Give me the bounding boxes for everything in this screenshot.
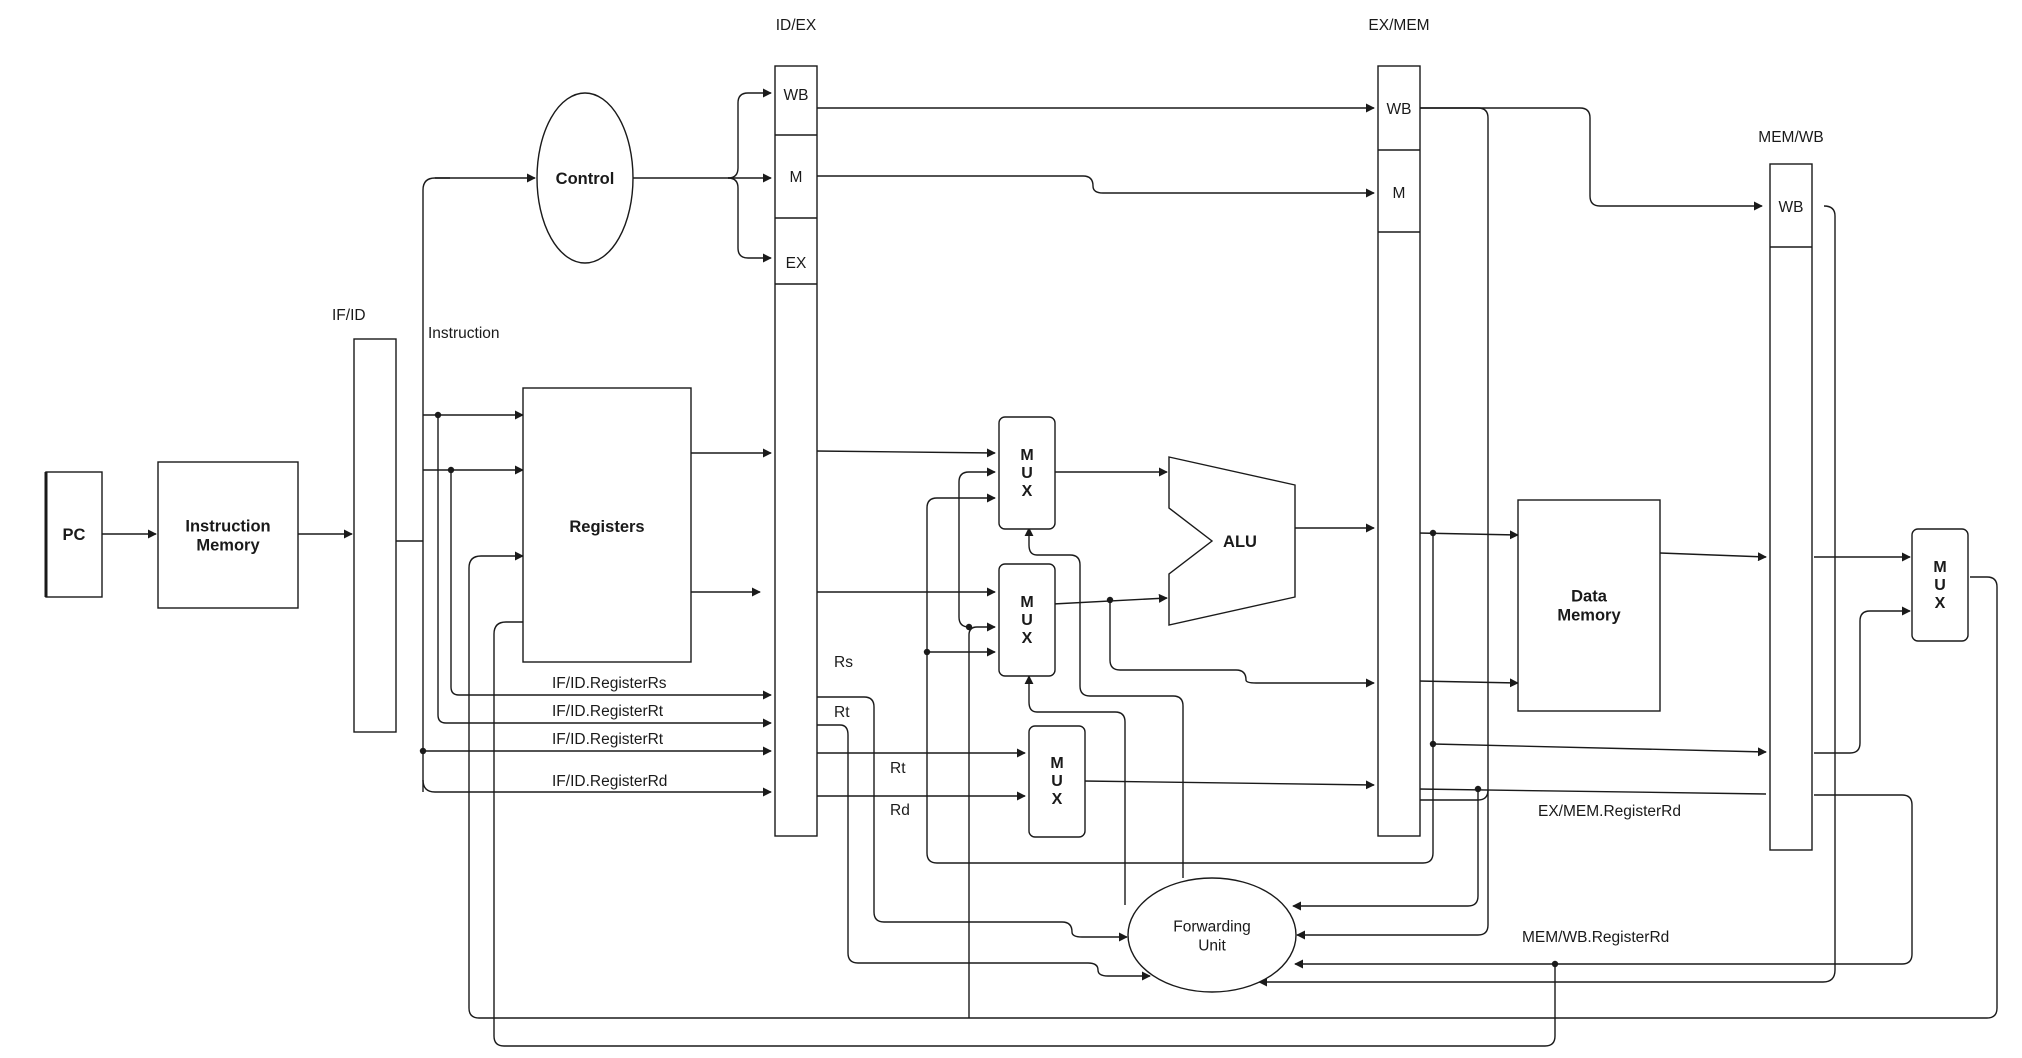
ex-mem-register: EX/MEM WB M: [1368, 17, 1430, 837]
junction-dots: [419, 411, 1559, 968]
mem-wb-label: MEM/WB: [1758, 129, 1823, 146]
alu-block: ALU: [1168, 456, 1296, 626]
id-ex-wb-label: WB: [784, 87, 809, 104]
registers-label: Registers: [569, 518, 644, 536]
pc-label: PC: [63, 526, 86, 544]
instruction-label: Instruction: [428, 325, 500, 342]
if-id-label: IF/ID: [332, 307, 366, 324]
registers-block: Registers: [522, 387, 692, 663]
if-id-register-rt-label-1: IF/ID.RegisterRt: [552, 703, 664, 720]
rs-label: Rs: [834, 654, 853, 671]
control-label: Control: [556, 170, 615, 188]
rt-label-2: Rt: [890, 760, 906, 777]
ex-mem-m-label: M: [1393, 185, 1406, 202]
alu-label: ALU: [1223, 533, 1257, 551]
control-unit: Control: [536, 92, 634, 264]
wires: [102, 88, 1998, 1047]
ex-mem-register-rd-label: EX/MEM.RegisterRd: [1538, 803, 1681, 820]
if-id-register-rs-label: IF/ID.RegisterRs: [552, 675, 667, 692]
pc-block: PC: [44, 471, 103, 598]
ex-mem-label: EX/MEM: [1368, 17, 1429, 34]
mem-wb-wb-label: WB: [1779, 199, 1804, 216]
id-ex-label: ID/EX: [776, 17, 817, 34]
if-id-register-rt-label-2: IF/ID.RegisterRt: [552, 731, 664, 748]
ex-mem-wb-label: WB: [1387, 101, 1412, 118]
if-id-register: IF/ID: [332, 307, 397, 733]
mem-wb-register-rd-label: MEM/WB.RegisterRd: [1522, 929, 1669, 946]
id-ex-register: ID/EX WB M EX: [774, 17, 818, 837]
id-ex-m-label: M: [790, 169, 803, 186]
mem-wb-register: MEM/WB WB: [1758, 129, 1824, 851]
id-ex-ex-label: EX: [786, 255, 807, 272]
rt-label-1: Rt: [834, 704, 850, 721]
signal-labels: IF/ID.RegisterRs IF/ID.RegisterRt IF/ID.…: [552, 654, 1681, 946]
rd-label: Rd: [890, 802, 910, 819]
if-id-register-rd-label: IF/ID.RegisterRd: [552, 773, 667, 790]
